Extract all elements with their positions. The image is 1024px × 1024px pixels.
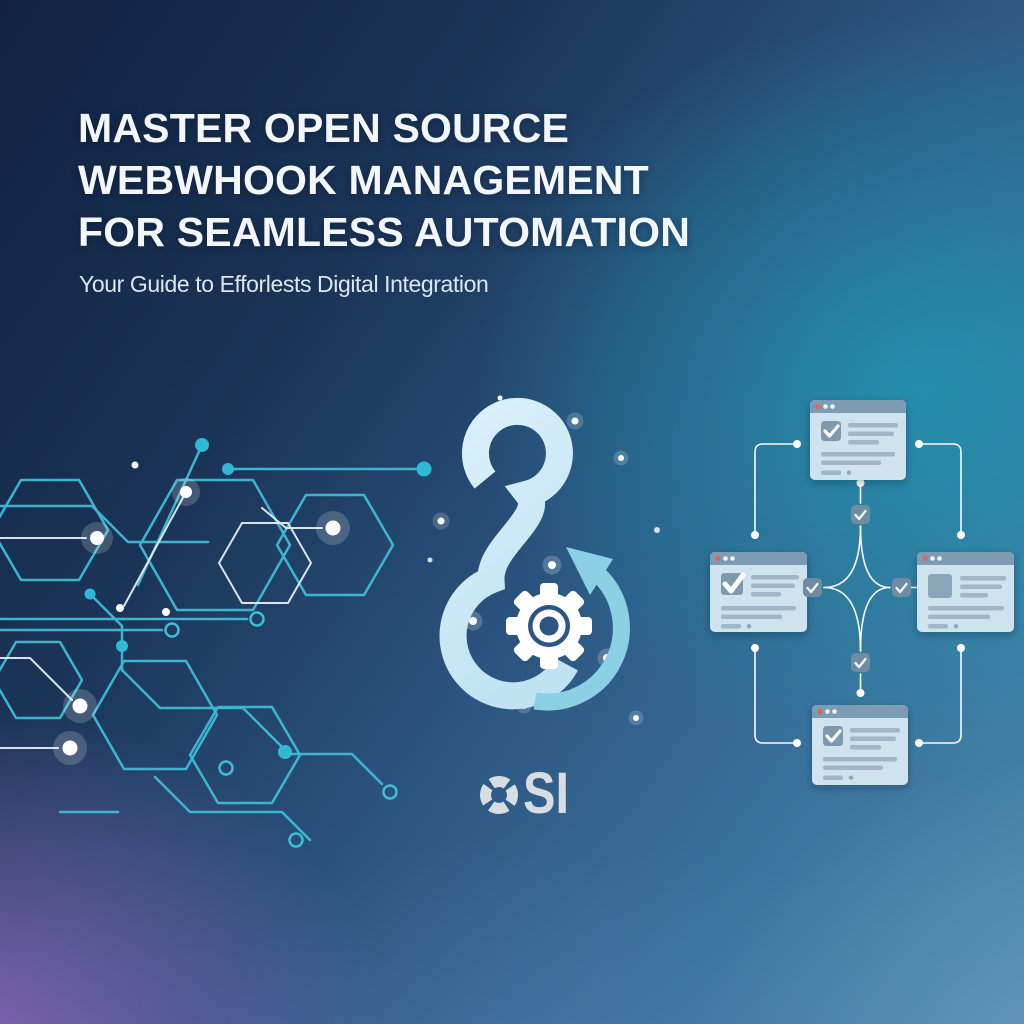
traffic-light-dots (715, 555, 735, 562)
osi-ring-icon (480, 776, 518, 814)
gear-icon (506, 583, 592, 669)
check-badge-icon (851, 505, 870, 524)
title-line-1: MASTER OPEN SOURCE (78, 105, 570, 151)
circuit-trace-white (0, 657, 73, 701)
circuit-glow-dots (53, 461, 350, 765)
circuit-trace-white (123, 491, 187, 607)
circuit-trace-white (261, 507, 323, 529)
browser-window-right (917, 552, 1014, 632)
circuit-ring-terminals (164, 611, 398, 848)
sync-arrow-icon (533, 547, 630, 711)
integration-diagram (710, 400, 1014, 785)
page-title: MASTER OPEN SOURCE WEBWHOOK MANAGEMENT F… (78, 102, 690, 258)
browser-window-left (710, 552, 807, 632)
circuit-trace (153, 775, 312, 842)
circuit-node-dots (84, 438, 432, 759)
hexagon-outline (91, 659, 219, 771)
placeholder-square-icon (928, 574, 952, 598)
hexagon-outline (138, 478, 292, 612)
text-lines (928, 576, 1006, 629)
sparkles (427, 395, 660, 726)
browser-window-top (810, 400, 906, 480)
circuit-board-pattern (0, 438, 432, 848)
connector-lines (754, 443, 962, 744)
circuit-trace (0, 504, 210, 544)
window-header (810, 400, 906, 413)
circuit-trace (287, 752, 384, 786)
circuit-trace (88, 592, 124, 646)
check-badge-icon (892, 578, 911, 597)
check-mark (722, 572, 746, 594)
window-header (917, 552, 1014, 565)
traffic-light-dots (817, 708, 837, 715)
osi-logo: SI (478, 760, 578, 826)
traffic-light-dots (815, 403, 835, 410)
text-lines (823, 728, 900, 780)
traffic-light-dots (922, 555, 942, 562)
window-header (812, 705, 908, 718)
webhook-hero-illustration (427, 395, 660, 726)
circuit-trace (120, 642, 287, 752)
title-line-2: WEBWHOOK MANAGEMENT (78, 157, 649, 203)
webhook-hook-icon (439, 397, 578, 710)
connector-dots (751, 440, 965, 747)
hexagon-outline (0, 478, 110, 582)
hexagon-outline-white (218, 522, 312, 604)
check-mark (823, 424, 840, 438)
title-line-3: FOR SEAMLESS AUTOMATION (78, 209, 691, 255)
text-lines (721, 575, 799, 629)
check-badge-icon (803, 578, 822, 597)
browser-window-bottom (812, 705, 908, 785)
osi-logo-text: SI (523, 761, 570, 826)
subtitle: Your Guide to Efforlests Digital Integra… (79, 271, 489, 297)
window-header (710, 552, 807, 565)
hexagon-outline (275, 493, 395, 597)
text-lines (821, 423, 898, 475)
check-mark (825, 729, 842, 743)
check-badge-icon (851, 653, 870, 672)
hexagon-outline (0, 640, 84, 720)
